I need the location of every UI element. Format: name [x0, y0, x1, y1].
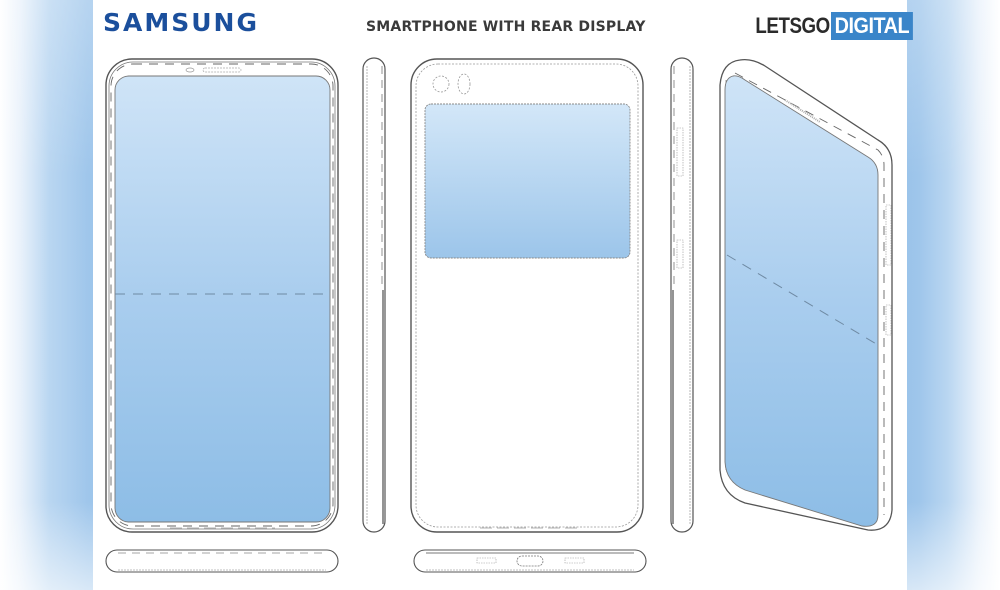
power-button-icon — [676, 239, 684, 269]
rear-display — [424, 103, 631, 259]
front-camera-icon — [185, 67, 195, 73]
volume-button-icon — [676, 127, 684, 177]
background-blur-right — [905, 0, 1000, 590]
left-side-view — [362, 57, 386, 533]
front-bottom-view — [105, 549, 339, 573]
digital-wordmark: DIGITAL — [831, 12, 914, 40]
earpiece-icon — [202, 67, 242, 73]
front-view — [105, 58, 339, 533]
letsgodigital-logo: LETSGO DIGITAL — [742, 12, 922, 40]
usb-port-icon — [516, 555, 544, 567]
back-bottom-view — [413, 549, 647, 573]
speaker-grille-left-icon — [476, 557, 497, 564]
letsgo-wordmark: LETSGO — [755, 13, 830, 38]
rear-camera-1-icon — [432, 75, 450, 93]
perspective-screen — [724, 75, 879, 527]
rear-camera-2-icon — [457, 73, 471, 95]
perspective-fold-line — [726, 254, 879, 346]
samsung-logo: SAMSUNG — [103, 8, 259, 37]
background-blur-left — [0, 0, 110, 590]
speaker-grille-right-icon — [564, 557, 585, 564]
page-title: SMARTPHONE WITH REAR DISPLAY — [366, 19, 646, 35]
back-view — [410, 58, 644, 533]
perspective-view — [719, 58, 893, 531]
front-screen — [114, 75, 331, 523]
right-side-view — [670, 57, 694, 533]
